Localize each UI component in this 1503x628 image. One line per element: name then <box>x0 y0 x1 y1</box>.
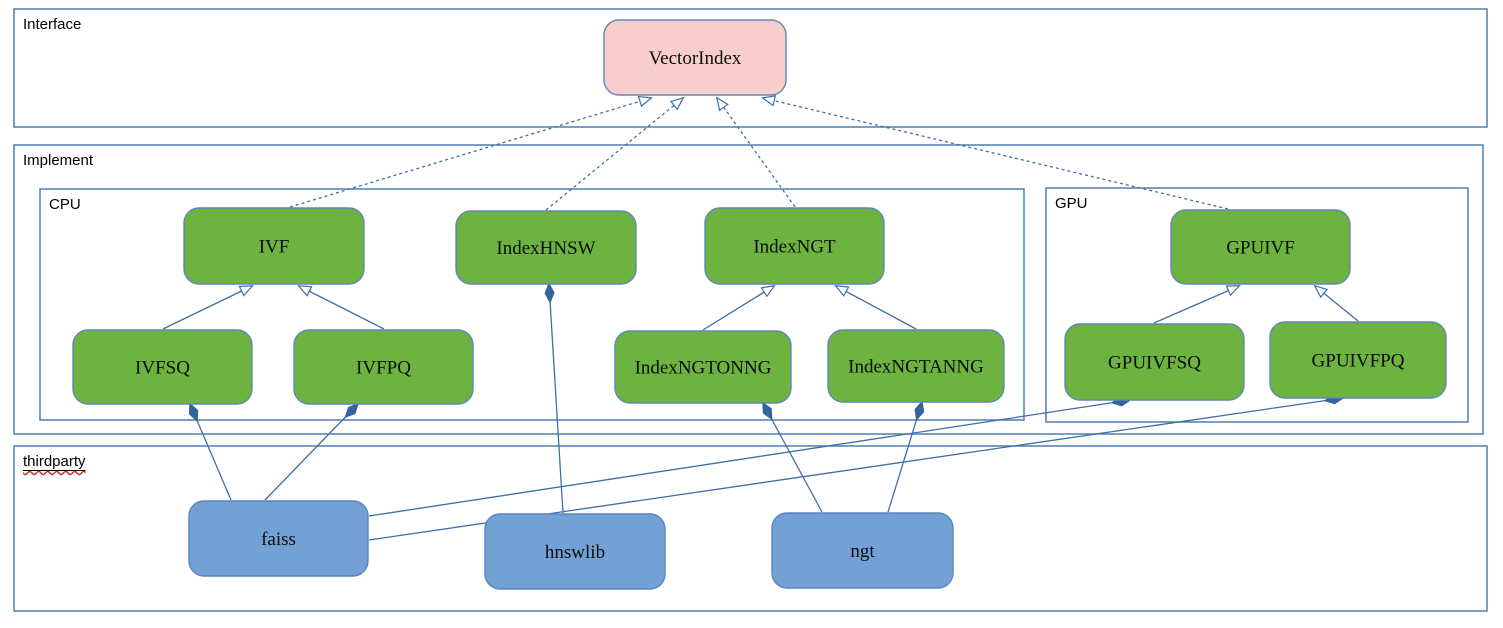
node-indexhnsw-shape[interactable] <box>455 210 637 285</box>
node-vectorindex-label: VectorIndex <box>649 48 742 69</box>
node-ngt-shape[interactable] <box>771 512 954 589</box>
node-ivfsq-shape[interactable] <box>72 329 253 405</box>
node-gpuivfsq-label: GPUIVFSQ <box>1108 353 1201 374</box>
node-ivfpq-label: IVFPQ <box>356 358 411 379</box>
edge-ivf-vectorindex[interactable] <box>289 95 653 208</box>
node-vectorindex[interactable]: VectorIndex <box>603 19 787 96</box>
edge-indexngtonng-ngt[interactable] <box>763 403 823 513</box>
edge-indexngtanng-ngt[interactable] <box>887 402 922 513</box>
node-faiss-label: faiss <box>261 529 296 550</box>
node-gpuivf[interactable]: GPUIVF <box>1170 209 1351 285</box>
node-hnswlib[interactable]: hnswlib <box>484 513 666 590</box>
node-indexngt-label: IndexNGT <box>753 237 836 258</box>
node-ivf-shape[interactable] <box>183 207 365 285</box>
edge-gpuivf-vectorindex[interactable] <box>760 95 1229 210</box>
edge-indexngtanng-indexngt[interactable] <box>834 285 917 330</box>
node-vectorindex-shape[interactable] <box>603 19 787 96</box>
edge-indexhnsw-hnswlib[interactable] <box>549 284 564 514</box>
node-indexngtonng-label: IndexNGTONNG <box>635 358 772 379</box>
node-ivfpq[interactable]: IVFPQ <box>293 329 474 405</box>
node-hnswlib-label: hnswlib <box>545 542 605 563</box>
node-gpuivfsq-shape[interactable] <box>1064 323 1245 401</box>
edge-gpuivfpq-gpuivf[interactable] <box>1313 284 1359 322</box>
edge-ivfpq-ivf[interactable] <box>297 285 385 330</box>
node-indexngt[interactable]: IndexNGT <box>704 207 885 285</box>
edge-ivfsq-ivf[interactable] <box>162 285 254 330</box>
node-ngt-label: ngt <box>850 541 875 562</box>
node-ngt[interactable]: ngt <box>771 512 954 589</box>
edge-gpuivfsq-gpuivf[interactable] <box>1153 285 1241 324</box>
node-ivf[interactable]: IVF <box>183 207 365 285</box>
node-faiss[interactable]: faiss <box>188 500 369 577</box>
node-ivfpq-shape[interactable] <box>293 329 474 405</box>
edge-gpuivfsq-faiss[interactable] <box>368 400 1130 517</box>
node-gpuivf-shape[interactable] <box>1170 209 1351 285</box>
node-hnswlib-shape[interactable] <box>484 513 666 590</box>
edge-indexngtonng-indexngt[interactable] <box>702 284 776 331</box>
edge-ivfsq-faiss[interactable] <box>190 404 232 501</box>
edge-ivfpq-faiss[interactable] <box>264 404 358 501</box>
node-gpuivfpq-shape[interactable] <box>1269 321 1447 399</box>
node-indexngtanng[interactable]: IndexNGTANNG <box>827 329 1005 403</box>
node-indexngtonng-shape[interactable] <box>614 330 792 404</box>
node-indexhnsw-label: IndexHNSW <box>496 238 595 259</box>
node-ivfsq-label: IVFSQ <box>135 358 190 379</box>
node-ivf-label: IVF <box>259 237 290 258</box>
node-indexngt-shape[interactable] <box>704 207 885 285</box>
node-faiss-shape[interactable] <box>188 500 369 577</box>
node-gpuivfpq[interactable]: GPUIVFPQ <box>1269 321 1447 399</box>
node-gpuivfsq[interactable]: GPUIVFSQ <box>1064 323 1245 401</box>
node-gpuivf-label: GPUIVF <box>1226 238 1295 259</box>
node-ivfsq[interactable]: IVFSQ <box>72 329 253 405</box>
node-indexngtonng[interactable]: IndexNGTONNG <box>614 330 792 404</box>
node-indexngtanng-shape[interactable] <box>827 329 1005 403</box>
node-gpuivfpq-label: GPUIVFPQ <box>1312 351 1405 372</box>
node-indexhnsw[interactable]: IndexHNSW <box>455 210 637 285</box>
edge-indexngt-vectorindex[interactable] <box>715 96 796 208</box>
node-indexngtanng-label: IndexNGTANNG <box>848 357 984 378</box>
